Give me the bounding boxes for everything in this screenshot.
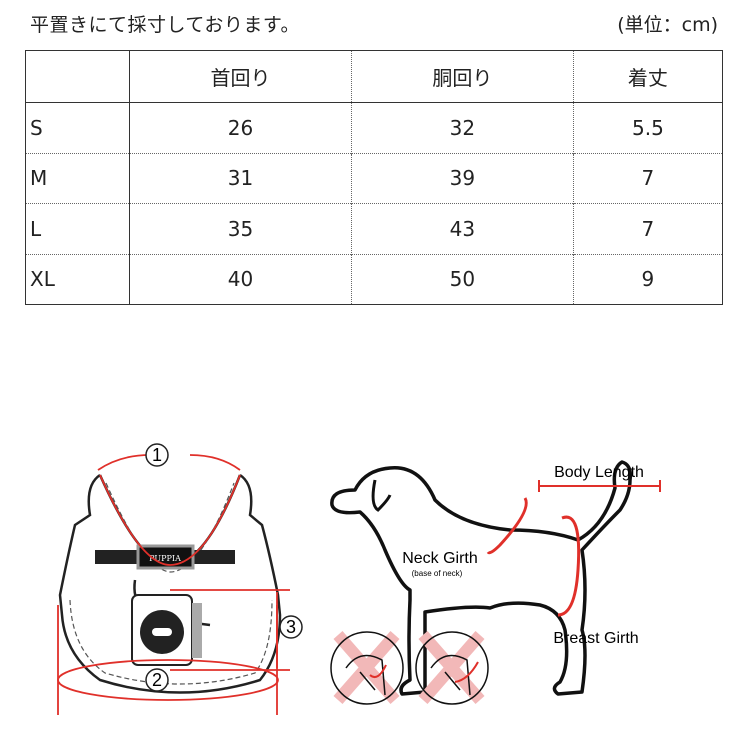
measurement-note: 平置きにて採寸しております。 — [30, 14, 300, 36]
dog-outline — [330, 460, 633, 696]
girth-lines — [486, 480, 661, 617]
wrong-measure-example-1 — [330, 631, 404, 705]
length-cell: 5.5 — [572, 102, 723, 153]
marker-1-icon — [145, 443, 169, 467]
dog-ear — [371, 479, 392, 512]
marker-3: 3 — [286, 617, 296, 637]
header-cell-empty — [25, 50, 130, 103]
marker-2: 2 — [152, 670, 162, 690]
table-row: S 26 32 5.5 — [25, 102, 723, 153]
dog-head-icon — [430, 654, 471, 696]
length-cell: 7 — [572, 203, 723, 254]
measure-lines — [57, 454, 290, 715]
header-chest: 胴回り — [350, 50, 574, 103]
dog-diagram: Body Length Neck Girth (base of neck) Br… — [330, 460, 661, 705]
wrong-measure-example-2 — [415, 631, 489, 705]
neck-girth-label: Neck Girth — [402, 550, 478, 567]
marker-2-icon — [145, 668, 169, 692]
header-neck: 首回り — [129, 50, 352, 103]
header-length: 着丈 — [572, 50, 723, 103]
size-table: 首回り 胴回り 着丈 S 26 32 5.5 M 31 39 7 L 35 43… — [25, 50, 723, 305]
chest-cell: 43 — [350, 203, 574, 254]
table-row: XL 40 50 9 — [25, 253, 723, 305]
neck-girth-note: (base of neck) — [412, 569, 463, 578]
table-header-row: 首回り 胴回り 着丈 — [25, 50, 723, 103]
velcro-strip — [192, 603, 202, 658]
bone-icon — [152, 628, 172, 636]
neck-cell: 35 — [129, 203, 352, 254]
length-cell: 9 — [572, 253, 723, 305]
marker-3-icon — [279, 615, 303, 639]
table-row: M 31 39 7 — [25, 152, 723, 204]
table-row: L 35 43 7 — [25, 203, 723, 254]
neck-cell: 40 — [129, 253, 352, 305]
harness-diagram: PUPPIA 1 2 3 — [57, 443, 303, 715]
chest-cell: 32 — [350, 102, 574, 153]
length-cell: 7 — [572, 152, 723, 204]
cross-icon — [418, 631, 485, 704]
size-cell: XL — [25, 253, 130, 305]
chest-cell: 50 — [350, 253, 574, 305]
neck-cell: 31 — [129, 152, 352, 204]
body-length-label: Body Length — [554, 464, 644, 481]
size-cell: L — [25, 203, 130, 254]
dog-head-icon — [345, 654, 386, 696]
marker-1: 1 — [152, 445, 162, 465]
unit-label: (単位：cm) — [617, 14, 718, 36]
neck-cell: 26 — [129, 102, 352, 153]
breast-girth-label: Breast Girth — [553, 630, 638, 647]
brand-label: PUPPIA — [149, 554, 181, 563]
chest-cell: 39 — [350, 152, 574, 204]
size-cell: M — [25, 152, 130, 204]
size-cell: S — [25, 102, 130, 153]
